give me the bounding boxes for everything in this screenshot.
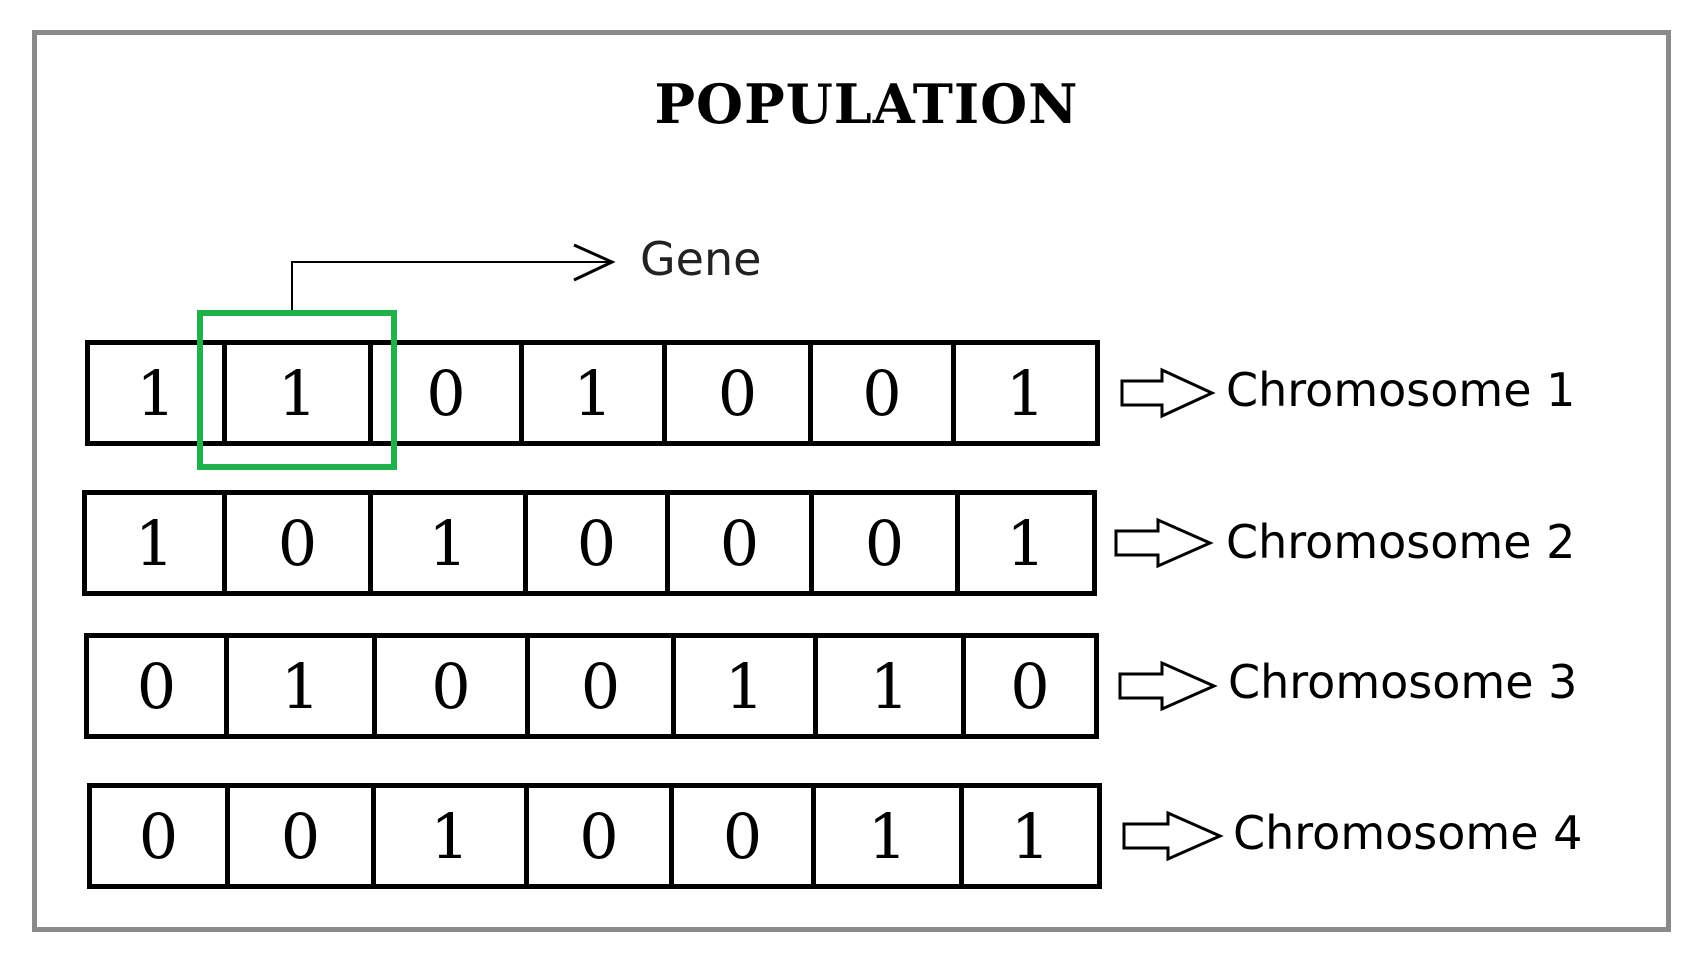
block-arrow-icon — [1120, 367, 1216, 419]
gene-cell: 1 — [376, 788, 529, 884]
gene-cell: 1 — [816, 788, 964, 884]
block-arrow-icon — [1114, 517, 1214, 569]
gene-highlight-box — [197, 310, 397, 470]
population-frame — [32, 30, 1671, 932]
gene-cell: 0 — [528, 495, 670, 591]
chromosome-label-4: Chromosome 4 — [1233, 806, 1583, 860]
chromosome-row-3: 0 1 0 0 1 1 0 — [84, 633, 1099, 739]
gene-label: Gene — [640, 232, 762, 286]
gene-cell: 0 — [814, 495, 960, 591]
gene-cell: 1 — [229, 638, 377, 734]
chromosome-label-3: Chromosome 3 — [1228, 655, 1578, 709]
chromosome-label-2: Chromosome 2 — [1226, 515, 1576, 569]
gene-cell: 1 — [1010, 799, 1051, 873]
gene-pointer-arrow-icon — [291, 243, 616, 310]
gene-cell: 1 — [90, 345, 227, 441]
gene-cell: 0 — [667, 345, 813, 441]
gene-cell: 1 — [1006, 506, 1046, 580]
diagram-title: POPULATION — [654, 72, 1079, 136]
gene-cell: 0 — [670, 495, 814, 591]
gene-cell: 0 — [373, 345, 524, 441]
chromosome-label-1: Chromosome 1 — [1226, 363, 1576, 417]
gene-cell: 0 — [92, 788, 230, 884]
gene-cell: 0 — [813, 345, 956, 441]
gene-cell: 0 — [377, 638, 530, 734]
gene-cell: 1 — [227, 345, 373, 441]
chromosome-row-4: 0 0 1 0 0 1 1 — [87, 783, 1102, 889]
gene-cell: 1 — [676, 638, 818, 734]
gene-cell: 0 — [529, 788, 674, 884]
chromosome-row-1: 1 1 0 1 0 0 1 — [85, 340, 1100, 446]
gene-cell: 0 — [530, 638, 676, 734]
gene-cell: 1 — [1005, 356, 1046, 430]
chromosome-row-2: 1 0 1 0 0 0 1 — [82, 490, 1097, 596]
gene-cell: 0 — [227, 495, 373, 591]
block-arrow-icon — [1122, 810, 1224, 862]
gene-cell: 0 — [1010, 649, 1050, 723]
block-arrow-icon — [1118, 660, 1218, 712]
gene-cell: 1 — [818, 638, 966, 734]
gene-cell: 0 — [230, 788, 376, 884]
gene-cell: 1 — [524, 345, 667, 441]
gene-cell: 0 — [674, 788, 816, 884]
gene-cell: 1 — [87, 495, 227, 591]
gene-cell: 1 — [373, 495, 528, 591]
gene-cell: 0 — [89, 638, 229, 734]
